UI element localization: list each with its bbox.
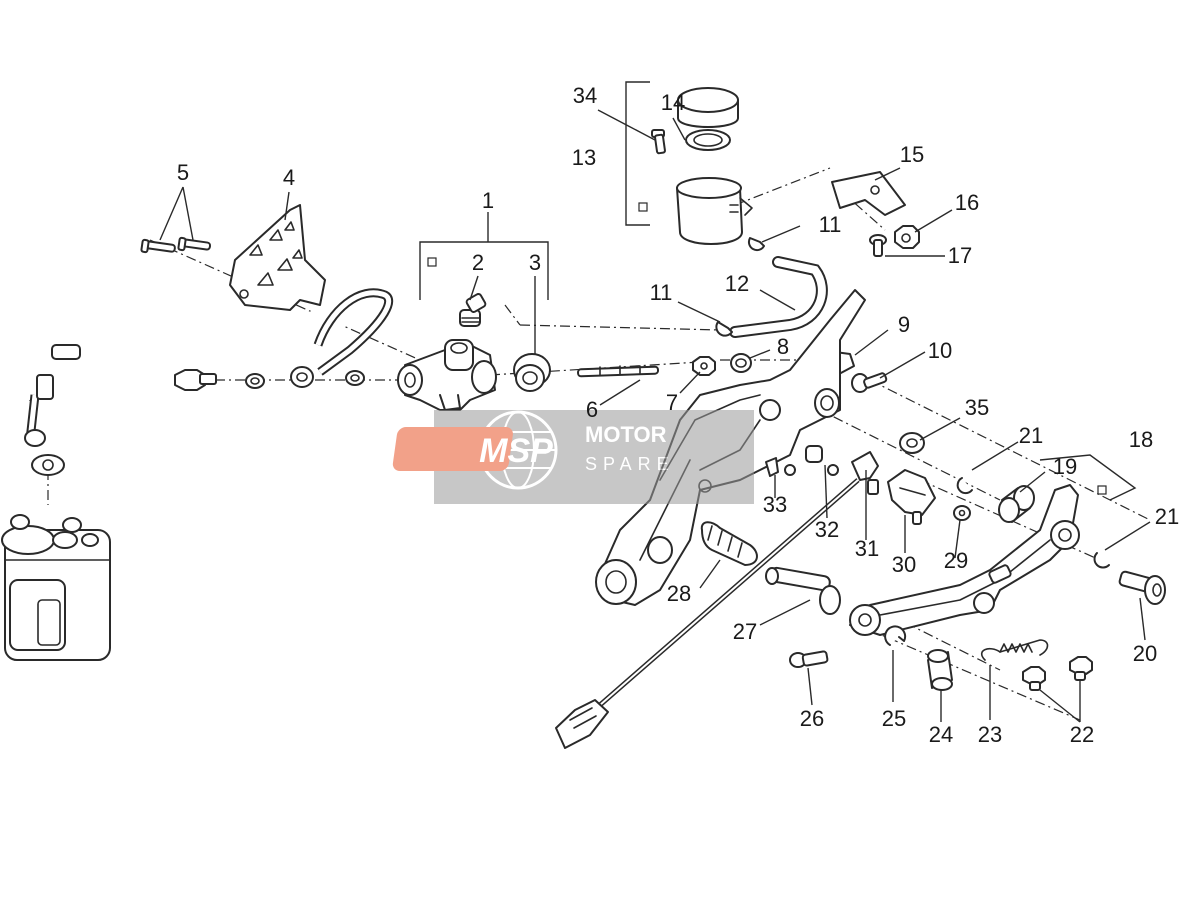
circlip-21-lower bbox=[1093, 552, 1110, 569]
callout-6: 6 bbox=[586, 397, 598, 422]
callout-21a: 21 bbox=[1019, 423, 1043, 448]
callout-16: 16 bbox=[955, 190, 979, 215]
hose-12 bbox=[729, 256, 828, 338]
bolts-5 bbox=[140, 236, 212, 254]
bushing-19 bbox=[998, 485, 1035, 523]
group-bracket-1 bbox=[419, 241, 549, 300]
callout-11b: 11 bbox=[819, 212, 842, 237]
brake-pedal-18 bbox=[849, 484, 1080, 636]
nut-16 bbox=[894, 225, 920, 249]
callout-22: 22 bbox=[1070, 722, 1094, 747]
callout-21b: 21 bbox=[1155, 504, 1179, 529]
callout-17: 17 bbox=[948, 243, 972, 268]
washer-35 bbox=[899, 432, 925, 454]
watermark-badge-text: MSP bbox=[479, 432, 553, 470]
pivot-pin-20 bbox=[1118, 570, 1166, 605]
hose-clip-11-upper bbox=[747, 237, 765, 252]
callout-1: 1 bbox=[482, 188, 494, 213]
dust-boot-3 bbox=[513, 353, 551, 392]
callout-numbers: 1 2 3 4 5 6 7 8 9 10 11 11 12 13 14 15 1… bbox=[177, 83, 1179, 747]
callout-27: 27 bbox=[733, 619, 757, 644]
callout-2: 2 bbox=[472, 250, 484, 275]
watermark: MSP MOTOR SPARE bbox=[392, 410, 754, 504]
callout-10: 10 bbox=[928, 338, 952, 363]
callout-24: 24 bbox=[929, 722, 953, 747]
callout-29: 29 bbox=[944, 548, 968, 573]
callout-20: 20 bbox=[1133, 641, 1157, 666]
screw-17 bbox=[869, 234, 887, 257]
switch-cable-28 bbox=[555, 478, 860, 749]
return-spring-23 bbox=[980, 639, 1049, 661]
callout-28: 28 bbox=[667, 581, 691, 606]
master-cylinder-1 bbox=[397, 339, 497, 411]
callout-12: 12 bbox=[725, 271, 749, 296]
nut-7 bbox=[692, 356, 716, 376]
callout-32: 32 bbox=[815, 517, 839, 542]
pushrod-6 bbox=[577, 365, 660, 378]
callout-25: 25 bbox=[882, 706, 906, 731]
footpeg-27 bbox=[765, 566, 841, 615]
spring-28 bbox=[700, 521, 758, 566]
circlip-21-upper bbox=[956, 477, 973, 495]
callout-30: 30 bbox=[892, 552, 916, 577]
callout-11a: 11 bbox=[650, 280, 673, 305]
callout-34: 34 bbox=[573, 83, 597, 108]
group-bracket-18 bbox=[1039, 454, 1137, 501]
callout-4: 4 bbox=[283, 165, 295, 190]
bushing-24 bbox=[927, 649, 953, 691]
pin-10 bbox=[851, 372, 888, 393]
leader-lines bbox=[159, 109, 1151, 723]
callout-9: 9 bbox=[898, 312, 910, 337]
banjo-fittings bbox=[174, 366, 365, 391]
bracket-32 bbox=[805, 445, 839, 476]
reservoir-13 bbox=[676, 177, 753, 245]
callout-8: 8 bbox=[777, 334, 789, 359]
abs-unit bbox=[1, 514, 111, 661]
callout-23: 23 bbox=[978, 722, 1002, 747]
washer-8 bbox=[730, 353, 752, 373]
callout-31: 31 bbox=[855, 536, 879, 561]
callout-26: 26 bbox=[800, 706, 824, 731]
reservoir-cap-14 bbox=[677, 87, 739, 151]
bracket-30 bbox=[887, 469, 936, 525]
callout-5: 5 bbox=[177, 160, 189, 185]
bolts-22 bbox=[1022, 656, 1093, 691]
watermark-line1: MOTOR bbox=[585, 422, 667, 447]
callout-18: 18 bbox=[1129, 427, 1153, 452]
bracket-15 bbox=[831, 171, 906, 216]
callout-13: 13 bbox=[572, 145, 596, 170]
callout-7: 7 bbox=[666, 390, 678, 415]
group-bracket-13 bbox=[625, 81, 650, 226]
hose-clip-11-lower bbox=[715, 321, 733, 337]
callout-35: 35 bbox=[965, 395, 989, 420]
sensor-31 bbox=[851, 451, 879, 495]
e-clip-25 bbox=[884, 625, 907, 646]
callout-15: 15 bbox=[900, 142, 924, 167]
screw-34 bbox=[651, 129, 666, 155]
callout-33: 33 bbox=[763, 492, 787, 517]
clip-33 bbox=[765, 457, 796, 477]
watermark-badge bbox=[392, 427, 513, 471]
callout-19: 19 bbox=[1053, 454, 1077, 479]
callout-3: 3 bbox=[529, 250, 541, 275]
screw-26 bbox=[789, 650, 829, 668]
heel-guard-4 bbox=[229, 204, 326, 311]
callout-14: 14 bbox=[661, 90, 685, 115]
screw-29 bbox=[953, 505, 971, 521]
elbow-fitting-2 bbox=[459, 293, 487, 327]
brake-hose bbox=[24, 287, 394, 476]
watermark-line2: SPARE bbox=[585, 454, 675, 474]
